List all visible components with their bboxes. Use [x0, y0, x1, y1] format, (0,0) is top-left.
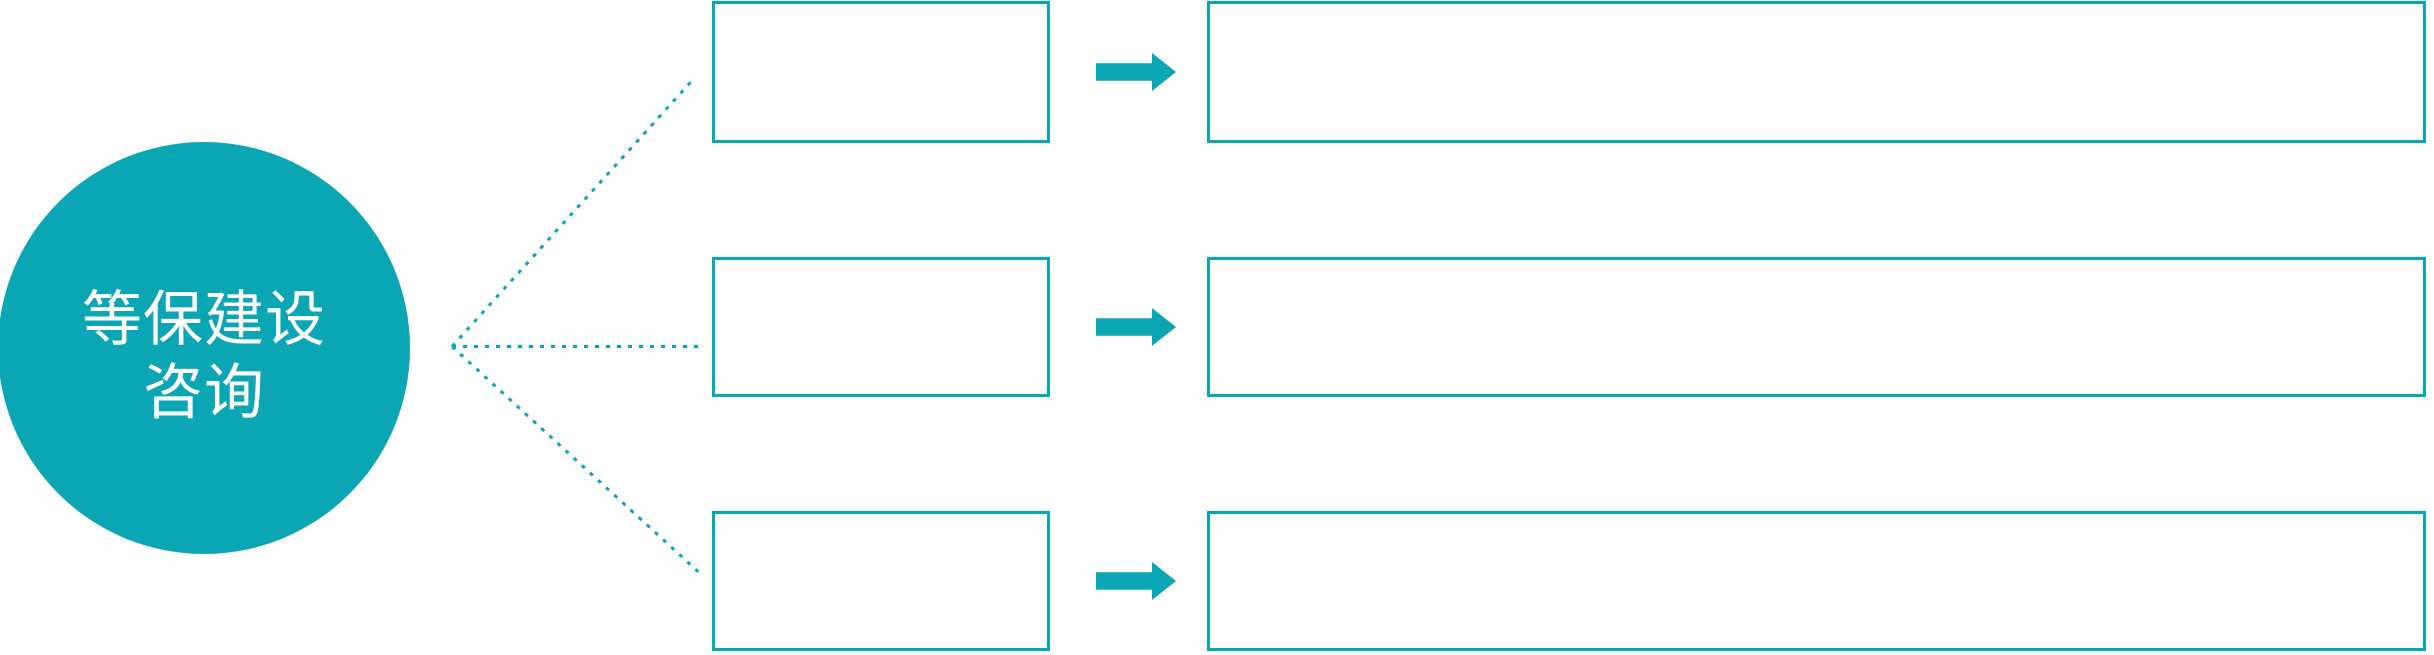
detail-box-2: [1207, 257, 2426, 397]
connector-dotted-line-top: [450, 79, 693, 348]
detail-box-3: [1207, 511, 2426, 651]
connector-dotted-line-bottom: [450, 345, 701, 575]
arrow-right-icon: [1096, 53, 1176, 91]
detail-box-1: [1207, 1, 2426, 143]
arrow-right-icon: [1096, 562, 1176, 600]
connector-dotted-line-middle: [452, 345, 702, 348]
root-node-circle: 等保建设 咨询: [0, 142, 410, 554]
root-node-label-line2: 咨询: [143, 359, 265, 426]
root-node-label-line1: 等保建设: [82, 286, 326, 353]
arrow-right-icon: [1096, 308, 1176, 346]
category-box-1: [712, 1, 1050, 143]
category-box-2: [712, 257, 1050, 397]
category-box-3: [712, 511, 1050, 651]
